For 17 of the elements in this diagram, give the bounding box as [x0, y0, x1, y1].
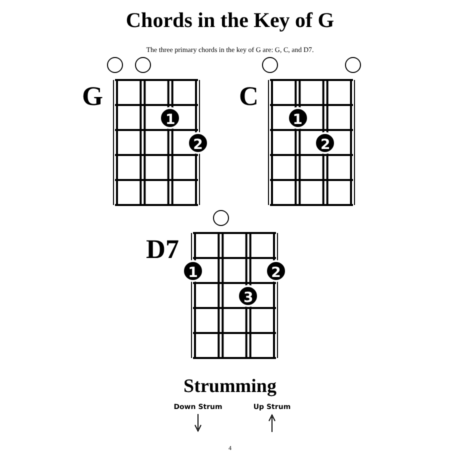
section-heading: Strumming	[182, 376, 278, 398]
finger-dot: 3	[237, 284, 260, 306]
open-string-marker	[134, 57, 151, 73]
page-title: Chords in the Key of G	[124, 8, 336, 33]
finger-dot: 2	[265, 260, 287, 282]
open-string-marker	[212, 210, 229, 226]
open-string-marker	[345, 57, 361, 73]
finger-dot: 1	[182, 260, 204, 282]
chord-name: G	[82, 83, 104, 110]
finger-dot: 1	[286, 106, 309, 128]
chord-name: C	[239, 83, 258, 110]
chord-name: D7	[146, 236, 179, 263]
open-string-marker	[107, 57, 123, 73]
finger-dot: 2	[314, 132, 336, 154]
finger-dot: 2	[187, 132, 209, 154]
open-string-marker	[262, 57, 278, 73]
finger-dot: 1	[159, 106, 182, 128]
